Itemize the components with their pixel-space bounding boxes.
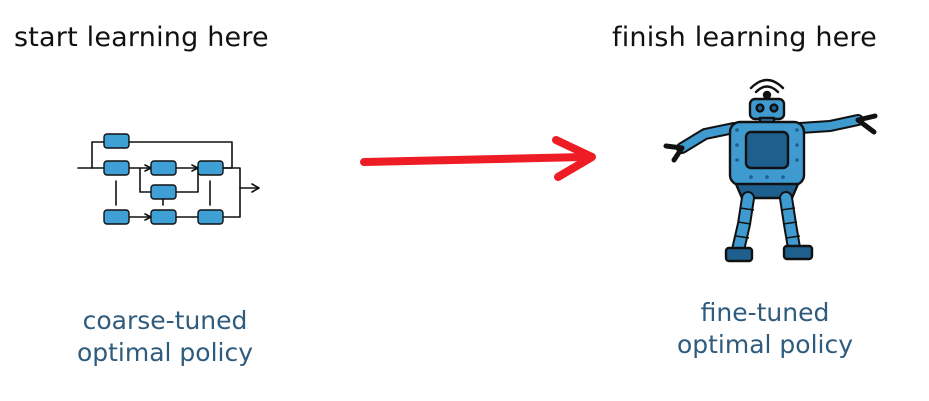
right-caption-line-1: fine-tuned xyxy=(700,298,830,327)
left-caption-line-2: optimal policy xyxy=(76,338,254,367)
finish-heading: finish learning here xyxy=(612,22,877,53)
right-caption: fine-tuned optimal policy xyxy=(650,297,880,361)
start-heading: start learning here xyxy=(14,22,269,53)
right-caption-line-2: optimal policy xyxy=(676,330,854,359)
left-caption-line-1: coarse-tuned xyxy=(82,306,248,335)
left-caption: coarse-tuned optimal policy xyxy=(50,305,280,369)
